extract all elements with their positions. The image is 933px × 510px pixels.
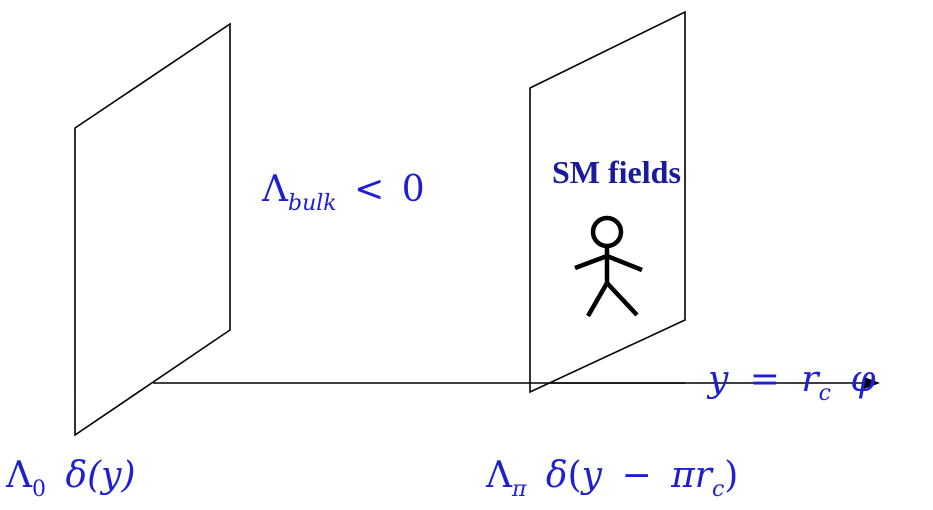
- brane-right-tension-label: Λπ δ(y − πrc): [486, 455, 739, 502]
- bulk-cc-label: Λbulk < 0: [262, 169, 425, 216]
- stick-figure-icon: [574, 215, 643, 318]
- brane-left-tension-label: Λ0 δ(y): [6, 455, 136, 502]
- axis-label: y = rc φ: [708, 359, 876, 406]
- sm-fields-label: SM fields: [552, 154, 681, 190]
- brane-right: [529, 10, 686, 394]
- brane-left: [74, 22, 231, 437]
- axis-arrowhead: [864, 377, 880, 389]
